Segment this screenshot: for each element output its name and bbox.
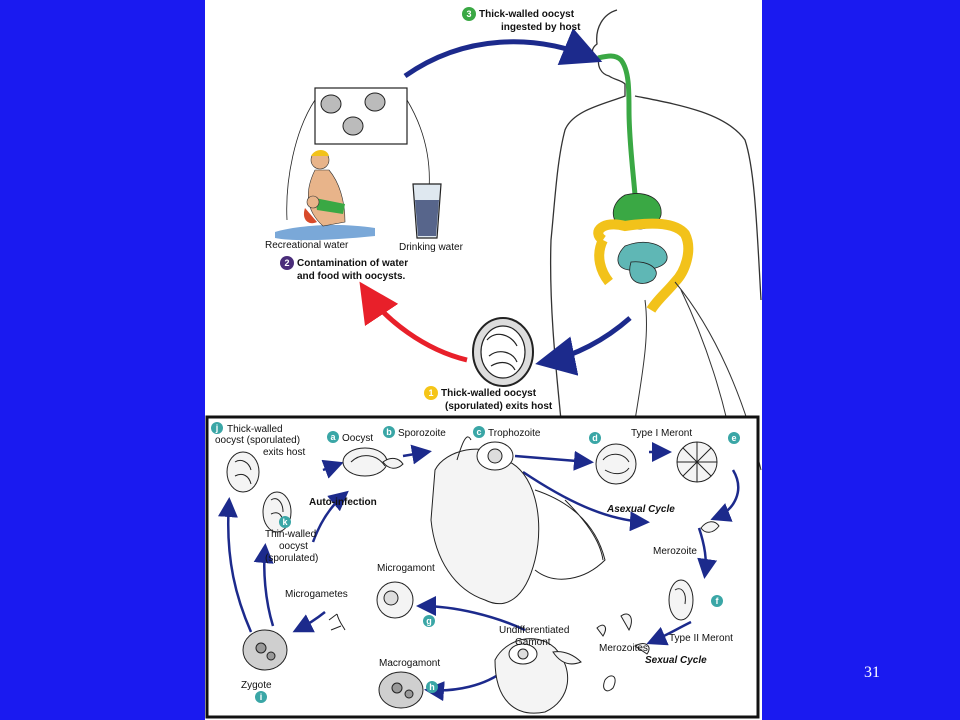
label-k-line2: oocyst	[279, 541, 308, 552]
badge-e	[728, 432, 740, 444]
badge-g	[423, 615, 435, 627]
digestive-tract	[593, 53, 694, 313]
badge-c-text: c	[476, 427, 481, 437]
step2-badge	[280, 256, 294, 270]
label-trophozoite: Trophozoite	[488, 428, 541, 439]
bottom-cycle-arrows	[217, 442, 740, 702]
step3-label-line1: Thick-walled oocyst	[479, 9, 575, 20]
label-microgametes: Microgametes	[285, 589, 348, 600]
label-sexual-cycle: Sexual Cycle	[645, 655, 707, 666]
badge-j	[211, 422, 223, 434]
label-oocyst: Oocyst	[342, 433, 373, 444]
badge-j-text: j	[215, 423, 219, 433]
label-j-line3: exits host	[263, 447, 305, 458]
step1-label-line1: Thick-walled oocyst	[441, 388, 537, 399]
badge-d	[589, 432, 601, 444]
label-microgamont: Microgamont	[377, 563, 435, 574]
label-k-line1: Thin-walled	[265, 529, 316, 540]
label-macrogamont: Macrogamont	[379, 658, 440, 669]
label-sporozoite: Sporozoite	[398, 428, 446, 439]
label-merozoite: Merozoite	[653, 546, 697, 557]
step1-badge	[424, 386, 438, 400]
label-type2-meront: Type II Meront	[669, 633, 733, 644]
badge-k-text: k	[282, 517, 288, 527]
badge-e-text: e	[731, 433, 736, 443]
step2-number: 2	[284, 258, 289, 268]
badge-b	[383, 426, 395, 438]
badge-a-text: a	[330, 432, 336, 442]
step2-label-line1: Contamination of water	[297, 258, 408, 269]
arrow-to-host	[403, 28, 603, 79]
contamination-scene	[275, 87, 442, 241]
label-zygote: Zygote	[241, 680, 272, 691]
badge-h-text: h	[429, 682, 435, 692]
step3-number: 3	[466, 9, 471, 19]
step2-label-line2: and food with oocysts.	[297, 271, 406, 282]
step3-badge	[462, 7, 476, 21]
bottom-badges: j a b c d e k f g h i	[211, 422, 740, 703]
badge-i	[255, 691, 267, 703]
label-auto-infection: Auto-infection	[309, 497, 377, 508]
label-type1-meront: Type I Meront	[631, 428, 692, 439]
label-asexual-cycle: Asexual Cycle	[606, 504, 675, 515]
badge-a	[327, 431, 339, 443]
diagram-panel: 3 Thick-walled oocyst ingested by host R…	[205, 0, 762, 720]
step3-label-line2: ingested by host	[501, 22, 581, 33]
step1-number: 1	[428, 388, 433, 398]
arrow-exit-host	[535, 316, 632, 376]
label-j-line2: oocyst (sporulated)	[215, 435, 300, 446]
badge-d-text: d	[592, 433, 598, 443]
badge-b-text: b	[386, 427, 392, 437]
badge-f	[711, 595, 723, 607]
bottom-organisms	[226, 436, 720, 714]
badge-c	[473, 426, 485, 438]
badge-h	[426, 681, 438, 693]
thick-walled-oocyst	[472, 317, 534, 387]
drinking-water-label: Drinking water	[399, 242, 464, 253]
badge-g-text: g	[426, 616, 432, 626]
label-j-line1: Thick-walled	[227, 424, 283, 435]
badge-f-text: f	[716, 596, 720, 606]
step1-label-line2: (sporulated) exits host	[445, 401, 553, 412]
badge-i-text: i	[260, 692, 263, 702]
badge-k	[279, 516, 291, 528]
slide-number: 31	[864, 664, 880, 681]
label-k-line3: (sporulated)	[265, 553, 318, 564]
arrow-contamination	[359, 281, 468, 363]
label-merozoites: Merozoites	[599, 643, 648, 654]
lifecycle-diagram: 3 Thick-walled oocyst ingested by host R…	[205, 7, 762, 719]
label-undifferentiated-line1: Undifferentiated	[499, 625, 569, 636]
label-undifferentiated-line2: Gamont	[515, 637, 551, 648]
recreational-water-label: Recreational water	[265, 240, 349, 251]
